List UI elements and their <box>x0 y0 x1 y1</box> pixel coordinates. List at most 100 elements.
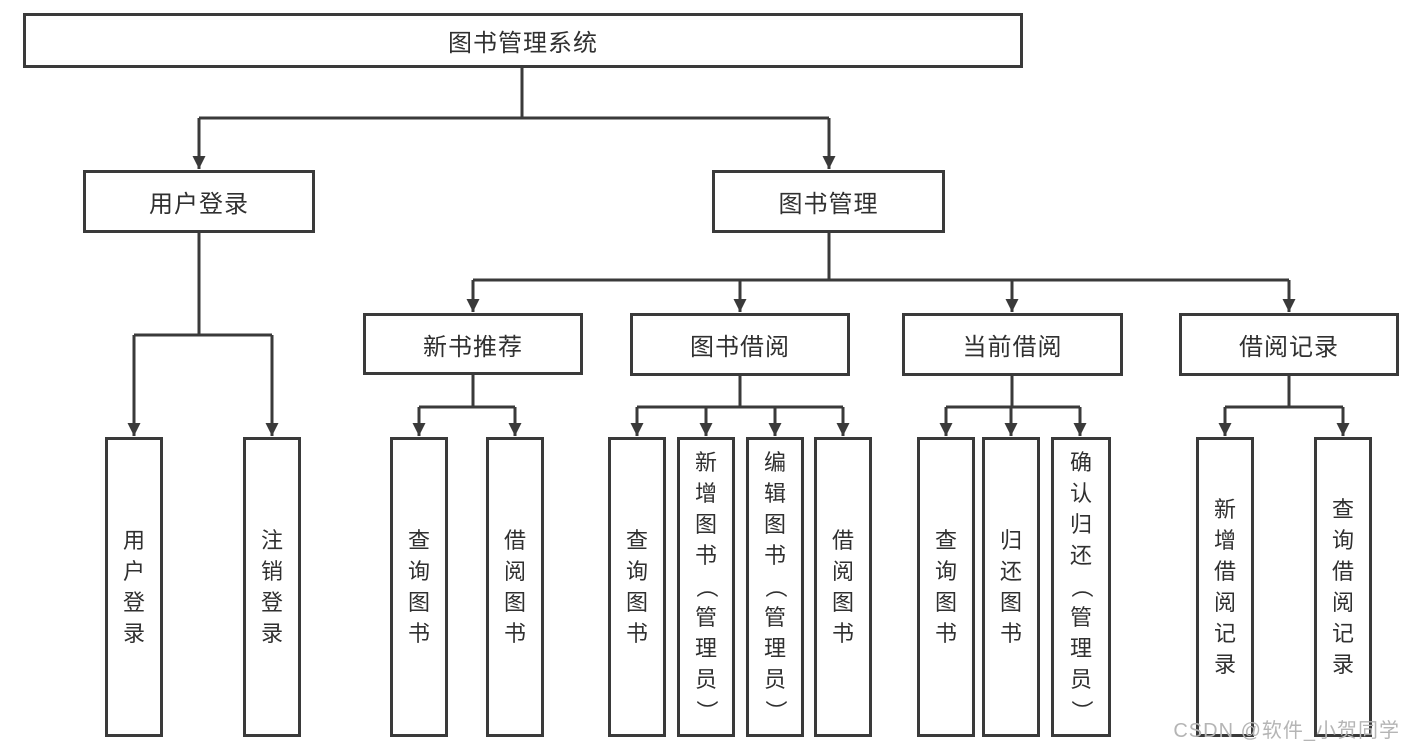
node-label: 编辑图书 （ 管理员 ） <box>762 450 788 723</box>
vertical-char: 新 <box>1213 496 1236 522</box>
vertical-char: 借 <box>1331 558 1354 584</box>
leaf-query-books-cb: 查询图书 <box>917 437 975 737</box>
vertical-char: 阅 <box>831 558 854 584</box>
vertical-char: 记 <box>1213 620 1236 646</box>
vertical-char: 录 <box>122 620 145 646</box>
leaf-add-books-admin: 新增图书（管理员） <box>677 437 735 737</box>
vertical-char: 询 <box>625 558 648 584</box>
leaf-edit-books-admin: 编辑图书 （ 管理员 ） <box>746 437 804 737</box>
vertical-char: 查 <box>407 527 430 553</box>
connector-borrow-record-to-leaves <box>1218 376 1350 436</box>
vertical-char: 阅 <box>1331 589 1354 615</box>
vertical-char: 用 <box>122 527 145 553</box>
node-book-borrow: 图书借阅 <box>630 313 850 376</box>
leaf-add-borrow-record: 新增借阅记录 <box>1196 437 1254 737</box>
vertical-char: 登 <box>260 589 283 615</box>
node-book-management: 图书管理 <box>712 170 945 233</box>
leaf-return-books: 归还图书 <box>982 437 1040 737</box>
vertical-char: 图 <box>407 589 430 615</box>
vertical-char: 图 <box>694 512 717 537</box>
node-label: 查询图书 <box>934 529 957 646</box>
node-label: 用户登录 <box>122 527 145 646</box>
vertical-char: 书 <box>763 543 786 568</box>
vertical-char: 新 <box>694 450 717 475</box>
leaf-user-login: 用户登录 <box>105 437 163 737</box>
node-label: 确认归还（管理员） <box>1068 450 1094 723</box>
vertical-char: 询 <box>1331 527 1354 553</box>
vertical-char: 阅 <box>1213 589 1236 615</box>
leaf-query-books-bb: 查询图书 <box>608 437 666 737</box>
node-label: 用户登录 <box>149 191 249 218</box>
vertical-char: 管 <box>763 605 786 630</box>
vertical-char: 管 <box>694 605 717 630</box>
leaf-confirm-return-admin: 确认归还（管理员） <box>1051 437 1111 737</box>
node-label: 借阅图书 <box>503 527 526 645</box>
connector-book-borrow-to-leaves <box>630 376 850 436</box>
node-label: 注销登录 <box>260 529 283 646</box>
node-label: 新书推荐 <box>423 333 523 361</box>
vertical-char: 询 <box>934 558 957 584</box>
vertical-char: 录 <box>260 620 283 646</box>
csdn-watermark: CSDN @软件_小贺同学 <box>1173 720 1400 742</box>
vertical-char: 图 <box>934 589 957 615</box>
vertical-char: 认 <box>1069 481 1092 506</box>
vertical-char: 书 <box>999 620 1022 646</box>
vertical-char: ） <box>1068 699 1094 723</box>
node-current-borrow: 当前借阅 <box>902 313 1123 376</box>
node-library-management-system: 图书管理系统 <box>23 13 1023 68</box>
vertical-char: 辑 <box>763 481 786 506</box>
vertical-char: 查 <box>625 527 648 553</box>
connector-new-book-rec-to-leaves <box>412 375 522 436</box>
node-label: 图书借阅 <box>690 334 790 361</box>
vertical-char: 书 <box>694 543 717 568</box>
connector-current-borrow-to-leaves <box>939 376 1087 436</box>
vertical-char: 书 <box>831 620 854 646</box>
vertical-char: 户 <box>122 558 145 584</box>
vertical-char: ） <box>762 699 788 723</box>
vertical-char: 图 <box>999 589 1022 615</box>
node-user-login: 用户登录 <box>83 170 315 233</box>
vertical-char: 员 <box>763 667 786 692</box>
node-label: 查询图书 <box>407 527 430 646</box>
vertical-char: 编 <box>763 450 786 475</box>
vertical-char: （ <box>1068 575 1094 599</box>
vertical-char: 归 <box>999 527 1022 553</box>
vertical-char: 理 <box>694 636 717 661</box>
vertical-char: 增 <box>694 481 717 506</box>
vertical-char: 员 <box>694 667 717 692</box>
vertical-char: 理 <box>1069 636 1092 661</box>
vertical-char: 还 <box>999 558 1022 584</box>
vertical-char: 图 <box>763 512 786 537</box>
leaf-borrow-books-nb: 借阅图书 <box>486 437 544 737</box>
leaf-query-borrow-record: 查询借阅记录 <box>1314 437 1372 737</box>
leaf-query-books-nb: 查询图书 <box>390 437 448 737</box>
vertical-char: 书 <box>407 620 430 646</box>
leaf-logout: 注销登录 <box>243 437 301 737</box>
connector-root-to-level2 <box>192 68 836 169</box>
node-label: 新增借阅记录 <box>1213 496 1236 677</box>
vertical-char: 增 <box>1213 527 1236 553</box>
leaf-borrow-books-bb: 借阅图书 <box>814 437 872 737</box>
vertical-char: （ <box>762 575 788 599</box>
node-label: 图书管理 <box>778 191 879 218</box>
node-borrow-record: 借阅记录 <box>1179 313 1399 376</box>
vertical-char: 确 <box>1069 450 1092 475</box>
vertical-char: 归 <box>1069 512 1092 537</box>
node-label: 图书管理系统 <box>448 30 598 57</box>
node-new-book-recommend: 新书推荐 <box>363 313 583 375</box>
node-label: 查询借阅记录 <box>1331 498 1354 676</box>
node-label: 当前借阅 <box>962 334 1063 361</box>
vertical-char: 借 <box>503 527 526 553</box>
vertical-char: 图 <box>831 589 854 615</box>
vertical-char: 录 <box>1213 651 1236 677</box>
vertical-char: 管 <box>1069 605 1092 630</box>
node-label: 查询图书 <box>625 527 648 645</box>
node-label: 借阅记录 <box>1239 334 1339 361</box>
vertical-char: 借 <box>831 527 854 553</box>
vertical-char: ） <box>693 699 719 723</box>
vertical-char: 询 <box>407 558 430 584</box>
vertical-char: 书 <box>934 620 957 646</box>
vertical-char: 理 <box>763 636 786 661</box>
node-label: 归还图书 <box>999 527 1022 646</box>
